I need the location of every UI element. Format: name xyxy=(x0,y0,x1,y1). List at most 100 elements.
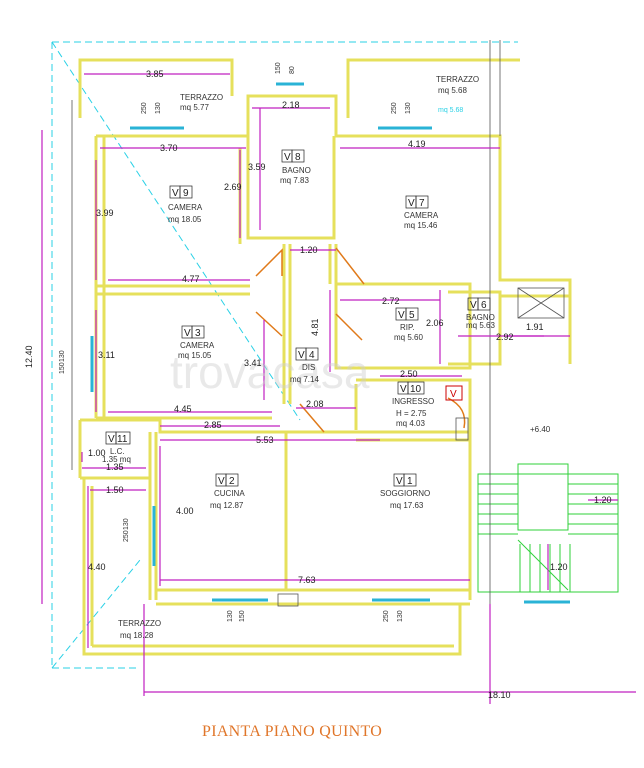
room-10-code: V xyxy=(400,384,407,395)
room-7-num: 7 xyxy=(419,198,425,209)
room-tag-box xyxy=(191,325,205,339)
dim-1-20b: 1.20 xyxy=(594,495,612,505)
room-tag-box xyxy=(405,307,419,321)
room-1-name: SOGGIORNO xyxy=(380,489,430,498)
room-tag-box xyxy=(291,149,305,163)
dim-3-85: 3.85 xyxy=(146,69,164,79)
room-4-num: 4 xyxy=(309,350,315,361)
room-5-name: RIP. xyxy=(400,323,415,332)
dim-1-20c: 1.20 xyxy=(550,562,568,572)
window-tag: 250 xyxy=(141,102,148,114)
window-tag: 130 xyxy=(59,350,66,362)
window-tag: 150 xyxy=(239,610,246,622)
window-tag: 150 xyxy=(275,62,282,74)
window-tag: 130 xyxy=(397,610,404,622)
external-staircase xyxy=(477,463,619,593)
room-3-area: mq 15.05 xyxy=(178,351,212,360)
room-tag-box xyxy=(415,195,429,209)
room-6-name: BAGNO xyxy=(466,313,495,322)
window-tag: 250 xyxy=(383,610,390,622)
windows xyxy=(90,82,570,604)
dim-4-00: 4.00 xyxy=(176,506,194,516)
room-4-code: V xyxy=(298,350,305,361)
dim-7-63: 7.63 xyxy=(298,575,316,585)
window-tag: 250 xyxy=(123,530,130,542)
dim-1-00: 1.00 xyxy=(88,448,106,458)
dim-5-53: 5.53 xyxy=(256,435,274,445)
dim-1-91: 1.91 xyxy=(526,322,544,332)
dim-2-50: 2.50 xyxy=(400,369,418,379)
window-tag: 130 xyxy=(155,102,162,114)
room-3-num: 3 xyxy=(195,328,201,339)
terrazzo-ne-name: TERRAZZO xyxy=(436,75,479,84)
window-tag: 80 xyxy=(289,66,296,74)
dim-3-41: 3.41 xyxy=(244,358,262,368)
room-tag-box xyxy=(225,473,239,487)
dim-4-77: 4.77 xyxy=(182,274,200,284)
window-tag: 150 xyxy=(59,362,66,374)
room-2-num: 2 xyxy=(229,476,235,487)
room-1-code: V xyxy=(396,476,403,487)
dim-4-45: 4.45 xyxy=(174,404,192,414)
room-7-code: V xyxy=(408,198,415,209)
room-tag-box xyxy=(305,347,319,361)
structural-lines xyxy=(71,40,565,610)
dim-2-08: 2.08 xyxy=(306,399,324,409)
room-tag-box xyxy=(403,473,417,487)
room-tag-box xyxy=(407,381,425,395)
room-2-area: mq 12.87 xyxy=(210,501,244,510)
dim-4-40: 4.40 xyxy=(88,562,106,572)
window-tags: 80 150 250 130 250 130 130 150 130 250 1… xyxy=(59,62,412,622)
room-11-code: V xyxy=(108,434,115,445)
dim-2-06: 2.06 xyxy=(426,318,444,328)
window-tag: 130 xyxy=(227,610,234,622)
room-9-num: 9 xyxy=(183,188,189,199)
room-1-num: 1 xyxy=(407,476,413,487)
dimension-lines xyxy=(41,73,636,704)
room-6-num: 6 xyxy=(481,300,487,311)
room-5-num: 5 xyxy=(409,310,415,321)
room-10-name: INGRESSO xyxy=(392,397,434,406)
dim-2-69: 2.69 xyxy=(224,182,242,192)
room-11-area: 1.35 mq xyxy=(102,455,131,464)
room-11-num: 11 xyxy=(117,434,128,445)
terrazzo-nw-name: TERRAZZO xyxy=(180,93,223,102)
room-9-area: mq 18.05 xyxy=(168,215,202,224)
room-tag-box xyxy=(115,431,131,445)
terrazzo-sw-name: TERRAZZO xyxy=(118,619,161,628)
room-5-code: V xyxy=(398,310,405,321)
room-5-area: mq 5.60 xyxy=(394,333,423,342)
room-8-num: 8 xyxy=(295,152,301,163)
dim-4-81: 4.81 xyxy=(310,318,320,336)
dim-3-11: 3.11 xyxy=(98,350,115,360)
dim-12-40: 12.40 xyxy=(24,345,34,368)
window-tag: 130 xyxy=(405,102,412,114)
dim-3-70: 3.70 xyxy=(160,143,178,153)
property-boundary xyxy=(51,41,518,669)
room-7-area: mq 15.46 xyxy=(404,221,438,230)
dim-2-92: 2.92 xyxy=(496,332,514,342)
dim-3-99: 3.99 xyxy=(96,208,114,218)
room-4-name: DIS xyxy=(302,363,315,372)
valve-marker-box xyxy=(445,385,463,401)
valve-marker: V xyxy=(450,389,457,400)
room-1-area: mq 17.63 xyxy=(390,501,424,510)
room-6-area: mq 5.63 xyxy=(466,321,495,330)
room-4-area: mq 7.14 xyxy=(290,375,319,384)
terrazzo-nw-area: mq 5.77 xyxy=(180,103,209,112)
room-6-code: V xyxy=(470,300,477,311)
elevation-label: +6.40 xyxy=(530,425,551,434)
dim-1-35: 1.35 xyxy=(106,462,124,472)
dim-2-72: 2.72 xyxy=(382,296,400,306)
window-tag: 130 xyxy=(123,518,130,530)
dim-2-85: 2.85 xyxy=(204,420,222,430)
plan-title: PIANTA PIANO QUINTO xyxy=(202,723,382,740)
room-8-code: V xyxy=(284,152,291,163)
room-10-num: 10 xyxy=(410,384,422,395)
terrazzo-ne-area: mq 5.68 xyxy=(438,86,467,95)
room-8-name: BAGNO xyxy=(282,166,311,175)
room-2-name: CUCINA xyxy=(214,489,245,498)
watermark: trovacasa xyxy=(170,346,370,398)
room-3-code: V xyxy=(184,328,191,339)
room-8-area: mq 7.83 xyxy=(280,176,309,185)
